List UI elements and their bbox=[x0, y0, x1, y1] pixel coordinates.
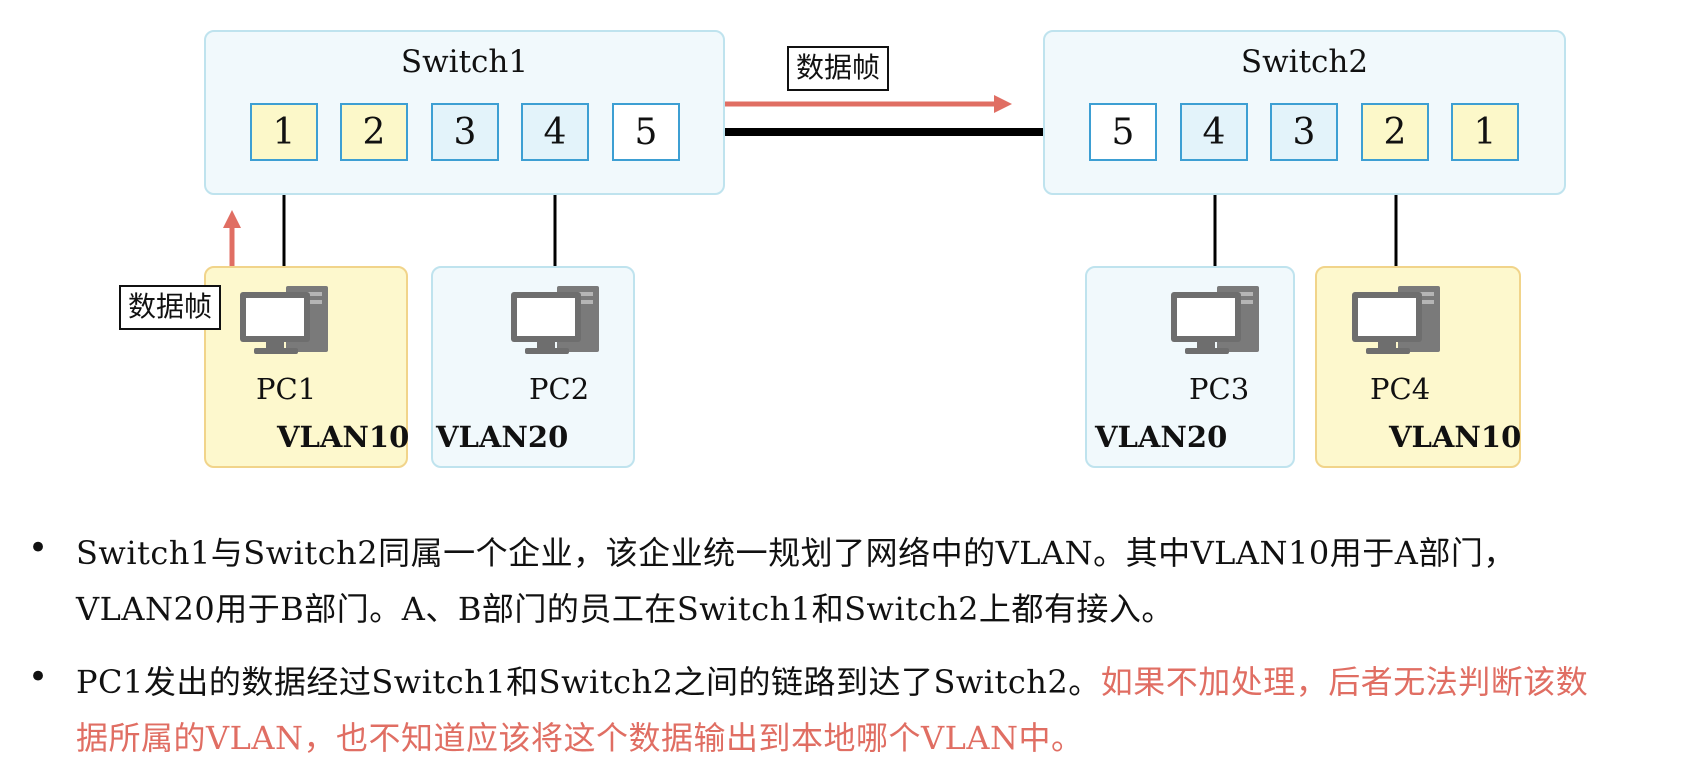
bullet-1-line-1: Switch1与Switch2同属一个企业，该企业统一规划了网络中的VLAN。其… bbox=[76, 534, 1516, 572]
switch2-port-1: 1 bbox=[1451, 103, 1519, 161]
bullet-2-highlight-text: 如果不加处理，后者无法判断该数 bbox=[1100, 663, 1589, 701]
pc4-label: PC4 bbox=[1370, 372, 1431, 406]
bullet-dot-2: • bbox=[28, 657, 49, 697]
pc4-vlan-label: VLAN10 bbox=[1389, 420, 1522, 454]
switch2-port-2: 2 bbox=[1361, 103, 1429, 161]
frame-label-top: 数据帧 bbox=[787, 46, 890, 91]
bullet-2-line-2: 据所属的VLAN，也不知道应该将这个数据输出到本地哪个VLAN中。 bbox=[76, 719, 1084, 757]
bullet-1-line-2: VLAN20用于B部门。A、B部门的员工在Switch1和Switch2上都有接… bbox=[76, 590, 1174, 628]
frame-label-left: 数据帧 bbox=[119, 285, 222, 330]
frame-arrow-up-head bbox=[223, 210, 241, 228]
bullet-2-plain-text: PC1发出的数据经过Switch1和Switch2之间的链路到达了Switch2… bbox=[76, 663, 1101, 701]
pc1-vlan-label: VLAN10 bbox=[277, 420, 410, 454]
switch1-port-4: 4 bbox=[521, 103, 589, 161]
switch2-title: Switch2 bbox=[1240, 44, 1369, 80]
switch2-port-5: 5 bbox=[1089, 103, 1157, 161]
pc3-vlan-label: VLAN20 bbox=[1095, 420, 1228, 454]
computer-icon bbox=[511, 286, 599, 354]
frame-arrow-right-head bbox=[994, 95, 1012, 113]
bullet-2-line-1: PC1发出的数据经过Switch1和Switch2之间的链路到达了Switch2… bbox=[76, 657, 1588, 703]
switch1-port-1: 1 bbox=[250, 103, 318, 161]
switch1-port-5: 5 bbox=[612, 103, 680, 161]
pc2-label: PC2 bbox=[529, 372, 590, 406]
computer-icon bbox=[1352, 286, 1440, 354]
computer-icon bbox=[1171, 286, 1259, 354]
switch1-title: Switch1 bbox=[400, 44, 529, 80]
pc3-label: PC3 bbox=[1189, 372, 1250, 406]
switch1-port-3: 3 bbox=[431, 103, 499, 161]
switch2-port-3: 3 bbox=[1270, 103, 1338, 161]
bullet-dot-1: • bbox=[28, 528, 49, 568]
computer-icon bbox=[240, 286, 328, 354]
switch1-port-2: 2 bbox=[340, 103, 408, 161]
pc2-vlan-label: VLAN20 bbox=[436, 420, 569, 454]
pc1-label: PC1 bbox=[256, 372, 317, 406]
switch2-port-4: 4 bbox=[1180, 103, 1248, 161]
